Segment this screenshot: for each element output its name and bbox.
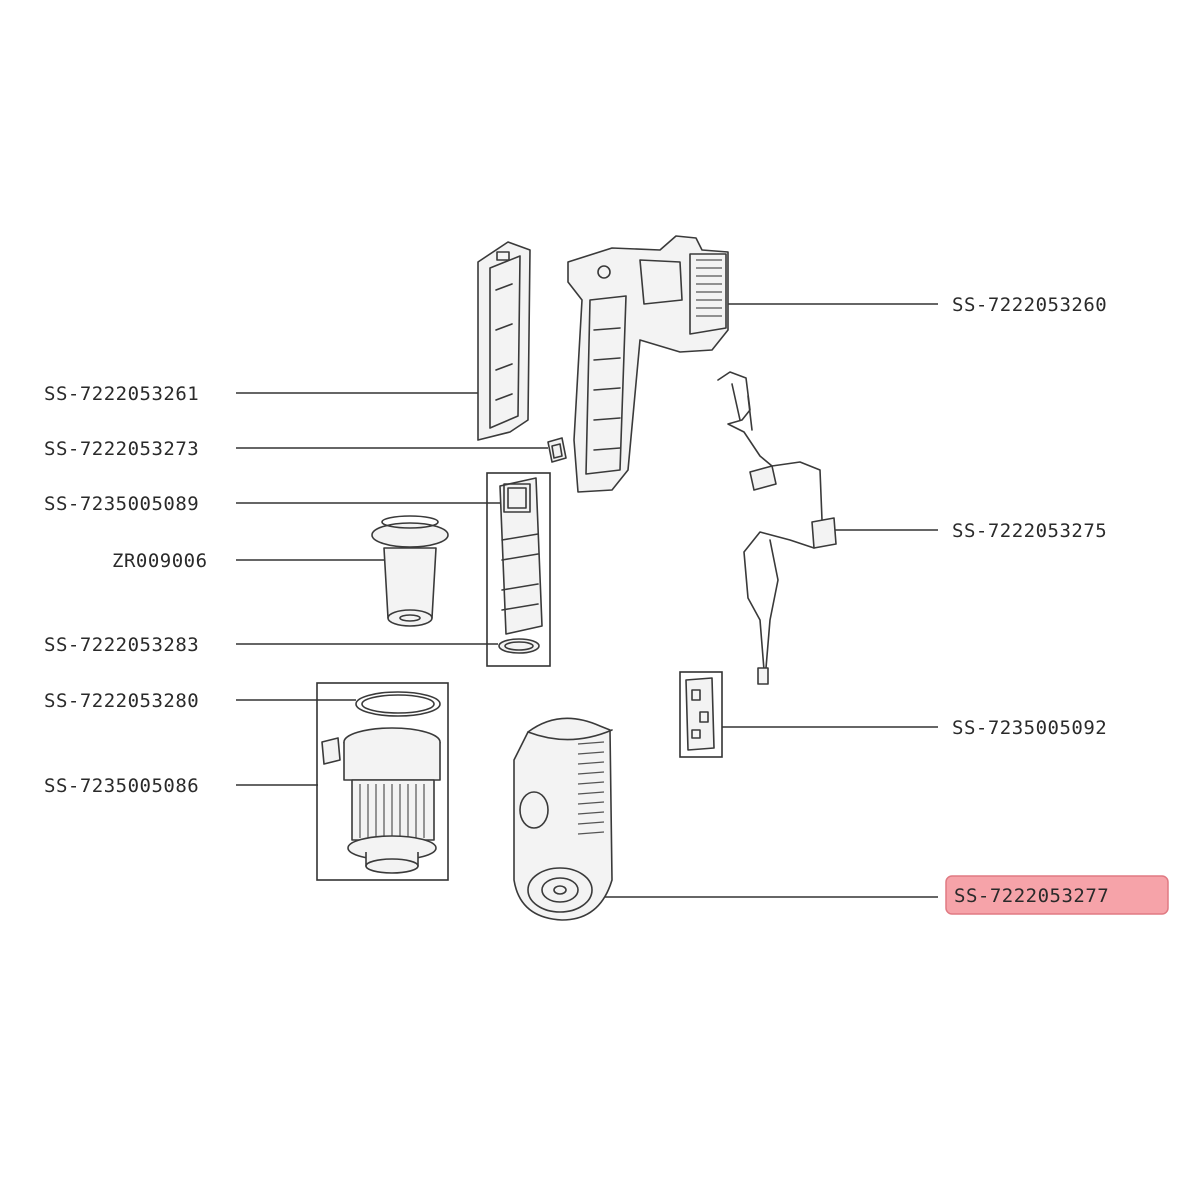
part-label-3280[interactable]: SS-7222053280 [44, 690, 199, 712]
handle-body-drawing [567, 235, 729, 493]
leader-lines [236, 303, 938, 898]
group-frame-5086 [316, 682, 449, 881]
part-label-3260[interactable]: SS-7222053260 [952, 294, 1107, 316]
bracket-drawing [685, 677, 715, 751]
cyclone-filter-drawing [321, 691, 441, 874]
group-frame-5092 [679, 671, 723, 758]
part-label-3273[interactable]: SS-7222053273 [44, 438, 199, 460]
highlight-box [945, 875, 1169, 915]
dust-bin-drawing [513, 717, 613, 921]
part-label-9006[interactable]: ZR009006 [112, 550, 208, 572]
part-label-5092[interactable]: SS-7235005092 [952, 717, 1107, 739]
wiring-harness-drawing [717, 371, 837, 685]
part-label-3283[interactable]: SS-7222053283 [44, 634, 199, 656]
group-frame-5089 [486, 472, 551, 667]
part-label-3275[interactable]: SS-7222053275 [952, 520, 1107, 542]
cone-filter-drawing [371, 515, 449, 627]
part-label-5089[interactable]: SS-7235005089 [44, 493, 199, 515]
part-label-3261[interactable]: SS-7222053261 [44, 383, 199, 405]
clip-drawing [547, 437, 567, 463]
part-labels: SS-7222053260 SS-7222053261 SS-722205327… [44, 294, 1109, 907]
part-label-5086[interactable]: SS-7235005086 [44, 775, 199, 797]
inner-tube-drawing [498, 477, 543, 654]
part-label-3277-highlighted[interactable]: SS-7222053277 [954, 885, 1109, 907]
handle-cover-drawing [477, 241, 531, 441]
